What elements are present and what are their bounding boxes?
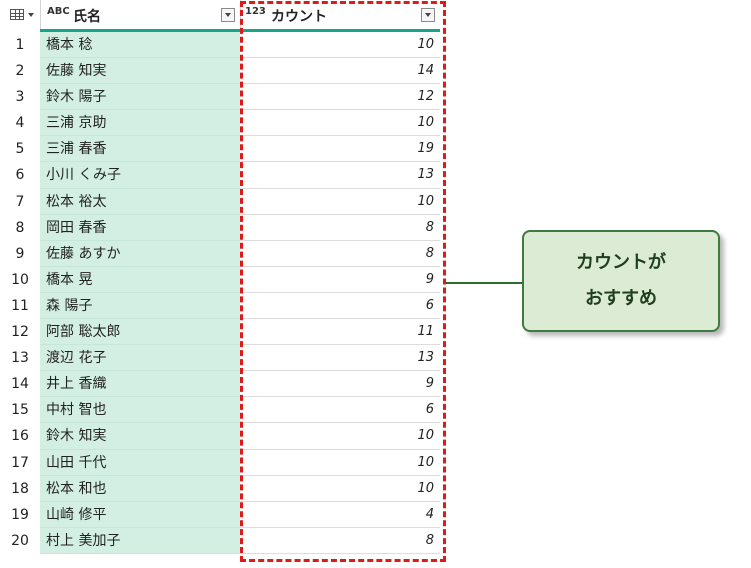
count-cell[interactable]: 11 [240, 319, 440, 346]
name-cell[interactable]: 鈴木 知実 [40, 423, 240, 450]
name-cell[interactable]: 鈴木 陽子 [40, 84, 240, 111]
name-cell[interactable]: 阿部 聡太郎 [40, 319, 240, 346]
name-cell[interactable]: 中村 智也 [40, 397, 240, 424]
row-number: 4 [15, 115, 25, 132]
name-cell[interactable]: 渡辺 花子 [40, 345, 240, 372]
column-header-row: ABC 氏名 123 カウント [0, 0, 445, 29]
count-cell[interactable]: 9 [240, 371, 440, 398]
row-number: 17 [11, 454, 29, 471]
table-icon [10, 9, 24, 20]
name-cell[interactable]: 森 陽子 [40, 292, 240, 320]
row-number: 16 [11, 428, 29, 445]
row-number: 11 [11, 297, 29, 314]
row-number: 13 [11, 350, 29, 367]
filter-dropdown-icon[interactable] [421, 8, 435, 22]
count-cell[interactable]: 12 [240, 84, 440, 111]
column-header-count[interactable]: 123 カウント [240, 0, 445, 29]
row-number: 7 [15, 193, 25, 210]
name-cell[interactable]: 佐藤 知実 [40, 58, 240, 85]
name-cell[interactable]: 井上 香織 [40, 371, 240, 398]
callout-connector-line [446, 282, 524, 284]
count-cell[interactable]: 13 [240, 162, 440, 189]
name-cell[interactable]: 三浦 京助 [40, 110, 240, 137]
name-cell[interactable]: 松本 裕太 [40, 188, 240, 215]
name-cell[interactable]: 山田 千代 [40, 449, 240, 476]
row-number: 2 [15, 63, 25, 80]
name-cell[interactable]: 岡田 春香 [40, 214, 240, 241]
count-cell[interactable]: 14 [240, 58, 440, 85]
row-number: 18 [11, 480, 29, 497]
text-type-icon[interactable]: ABC [47, 6, 70, 17]
row-number: 10 [11, 271, 29, 288]
column-header-name[interactable]: ABC 氏名 [40, 0, 240, 29]
count-cell[interactable]: 8 [240, 241, 440, 267]
name-cell[interactable]: 小川 くみ子 [40, 162, 240, 189]
count-cell[interactable]: 19 [240, 136, 440, 163]
count-cell[interactable]: 8 [240, 528, 440, 554]
name-cell[interactable]: 山崎 修平 [40, 501, 240, 528]
row-number: 19 [11, 506, 29, 523]
name-cell[interactable]: 橋本 晃 [40, 266, 240, 293]
row-number: 14 [11, 376, 29, 393]
row-number: 12 [11, 324, 29, 341]
name-cell[interactable]: 橋本 稔 [40, 32, 240, 59]
count-cell[interactable]: 4 [240, 502, 440, 528]
name-cell[interactable]: 三浦 春香 [40, 136, 240, 163]
count-cell[interactable]: 10 [240, 476, 440, 502]
name-cell[interactable]: 佐藤 あすか [40, 240, 240, 267]
row-number: 3 [15, 89, 25, 106]
count-cell[interactable]: 10 [240, 423, 440, 450]
row-number: 6 [15, 167, 25, 184]
table-menu-button[interactable] [0, 0, 40, 29]
row-number: 5 [15, 141, 25, 158]
count-cell[interactable]: 9 [240, 267, 440, 293]
count-cell[interactable]: 6 [240, 397, 440, 424]
annotation-callout: カウントが おすすめ [522, 230, 720, 332]
row-number: 1 [15, 37, 25, 53]
count-cell[interactable]: 13 [240, 345, 440, 372]
chevron-down-icon [28, 13, 34, 17]
callout-text-line-2: おすすめ [585, 288, 657, 309]
column-label-count: カウント [271, 9, 327, 25]
filter-dropdown-icon[interactable] [221, 8, 235, 22]
count-cell[interactable]: 10 [240, 32, 440, 59]
count-cell[interactable]: 10 [240, 110, 440, 137]
count-cell[interactable]: 10 [240, 189, 440, 215]
count-cell[interactable]: 6 [240, 293, 440, 320]
callout-text-line-1: カウントが [576, 252, 666, 273]
count-cell[interactable]: 10 [240, 450, 440, 476]
row-number: 20 [11, 532, 29, 549]
column-label-name: 氏名 [73, 9, 101, 25]
name-cell[interactable]: 松本 和也 [40, 475, 240, 502]
number-type-icon[interactable]: 123 [245, 6, 266, 17]
row-number: 15 [11, 402, 29, 419]
name-cell[interactable]: 村上 美加子 [40, 527, 240, 554]
row-number: 8 [15, 219, 25, 236]
row-number: 9 [15, 245, 25, 262]
count-cell[interactable]: 8 [240, 215, 440, 241]
